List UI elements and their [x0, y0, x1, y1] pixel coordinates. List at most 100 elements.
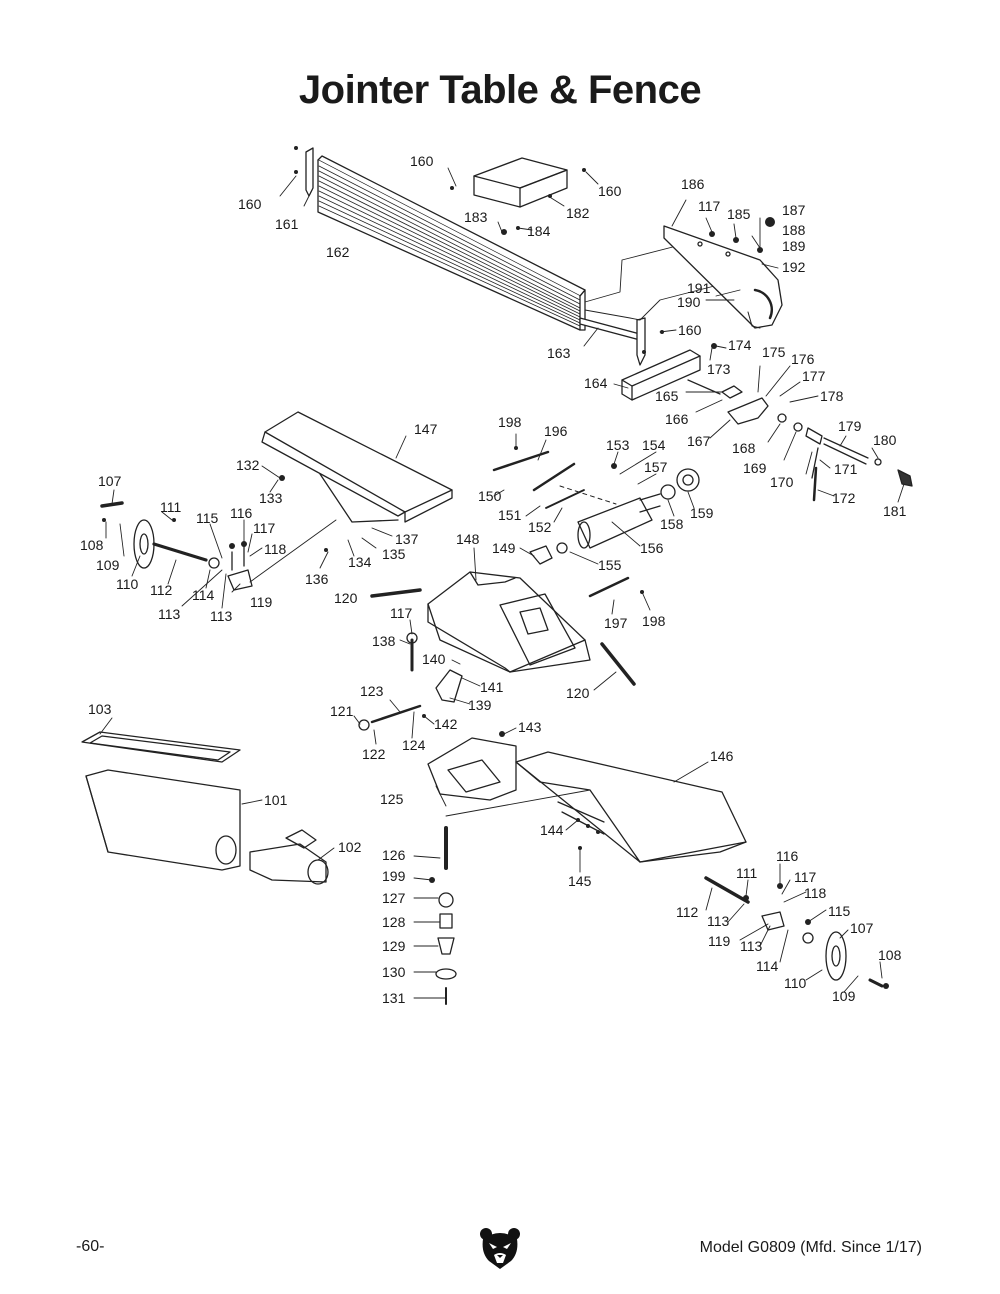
fence-tilt-bracket-drawing	[663, 225, 783, 329]
callout-103: 103	[88, 701, 112, 717]
callout-102: 102	[338, 839, 362, 855]
callout-108: 108	[80, 537, 104, 553]
callout-112: 112	[676, 904, 699, 920]
right-handwheel-drawing	[704, 876, 884, 988]
callout-116: 116	[776, 848, 799, 864]
callout-190: 190	[677, 294, 701, 310]
callout-110: 110	[784, 975, 807, 991]
callout-188: 188	[782, 222, 806, 238]
callout-117: 117	[253, 520, 276, 536]
callout-133: 133	[259, 490, 283, 506]
jointer-base-drawing	[427, 571, 591, 673]
callout-176: 176	[791, 351, 815, 367]
callout-166: 166	[665, 411, 689, 427]
callout-160: 160	[678, 322, 702, 338]
callout-153: 153	[606, 437, 630, 453]
callout-139: 139	[468, 697, 492, 713]
callout-181: 181	[883, 503, 907, 519]
callout-167: 167	[687, 433, 711, 449]
callout-150: 150	[478, 488, 502, 504]
callout-109: 109	[832, 988, 856, 1004]
callout-163: 163	[547, 345, 571, 361]
callout-129: 129	[382, 938, 406, 954]
callout-184: 184	[527, 223, 551, 239]
callout-161: 161	[275, 216, 299, 232]
callout-178: 178	[820, 388, 844, 404]
callout-198: 198	[498, 414, 522, 430]
callout-157: 157	[644, 459, 668, 475]
callout-183: 183	[464, 209, 488, 225]
callout-154: 154	[642, 437, 666, 453]
callout-160: 160	[238, 196, 262, 212]
assembly-dash-line	[559, 485, 617, 505]
callout-119: 119	[708, 933, 731, 949]
callout-125: 125	[380, 791, 404, 807]
dust-chute-drawing	[85, 769, 241, 871]
outfeed-table-drawing	[261, 411, 453, 523]
callout-116: 116	[230, 505, 253, 521]
callout-117: 117	[698, 198, 721, 214]
callout-179: 179	[838, 418, 862, 434]
callout-196: 196	[544, 423, 568, 439]
callout-145: 145	[568, 873, 592, 889]
callout-141: 141	[480, 679, 504, 695]
callout-127: 127	[382, 890, 406, 906]
callout-174: 174	[728, 337, 752, 353]
page-title: Jointer Table & Fence	[298, 68, 702, 112]
callout-197: 197	[604, 615, 628, 631]
callout-101: 101	[264, 792, 288, 808]
callout-156: 156	[640, 540, 664, 556]
fence-bracket-drawing	[473, 157, 568, 208]
model-info: Model G0809 (Mfd. Since 1/17)	[699, 1239, 922, 1256]
callout-177: 177	[802, 368, 826, 384]
page-number: -60-	[76, 1238, 105, 1255]
callout-162: 162	[326, 244, 350, 260]
callout-120: 120	[566, 685, 590, 701]
callout-159: 159	[690, 505, 714, 521]
callout-155: 155	[598, 557, 622, 573]
callout-175: 175	[762, 344, 786, 360]
callout-136: 136	[305, 571, 329, 587]
dust-port-drawing	[249, 829, 329, 885]
callout-149: 149	[492, 540, 516, 556]
callout-140: 140	[422, 651, 446, 667]
callout-187: 187	[782, 202, 806, 218]
callout-180: 180	[873, 432, 897, 448]
callout-165: 165	[655, 388, 679, 404]
callout-199: 199	[382, 868, 406, 884]
callout-148: 148	[456, 531, 480, 547]
fence-body-drawing	[305, 147, 731, 366]
callout-107: 107	[850, 920, 874, 936]
callout-108: 108	[878, 947, 902, 963]
callout-146: 146	[710, 748, 734, 764]
callout-134: 134	[348, 554, 372, 570]
callout-144: 144	[540, 822, 564, 838]
table-lock-drawing	[358, 632, 463, 731]
callout-151: 151	[498, 507, 522, 523]
callout-158: 158	[660, 516, 684, 532]
callout-168: 168	[732, 440, 756, 456]
callout-128: 128	[382, 914, 406, 930]
callout-189: 189	[782, 238, 806, 254]
callout-124: 124	[402, 737, 426, 753]
callout-143: 143	[518, 719, 542, 735]
left-handwheel-drawing	[100, 501, 253, 591]
callout-117: 117	[390, 605, 413, 621]
callout-119: 119	[250, 594, 273, 610]
callout-114: 114	[192, 587, 215, 603]
callout-113: 113	[740, 938, 763, 954]
callout-109: 109	[96, 557, 120, 573]
callout-182: 182	[566, 205, 590, 221]
infeed-table-drawing	[515, 751, 747, 863]
callout-191: 191	[687, 280, 711, 296]
callout-132: 132	[236, 457, 260, 473]
gib-rod-drawing	[370, 588, 422, 598]
callout-118: 118	[264, 541, 287, 557]
callout-185: 185	[727, 206, 751, 222]
callout-111: 111	[736, 865, 757, 881]
callout-169: 169	[743, 460, 767, 476]
callout-113: 113	[707, 913, 730, 929]
callout-186: 186	[681, 176, 705, 192]
cutterhead-guard-drawing	[427, 737, 517, 1005]
